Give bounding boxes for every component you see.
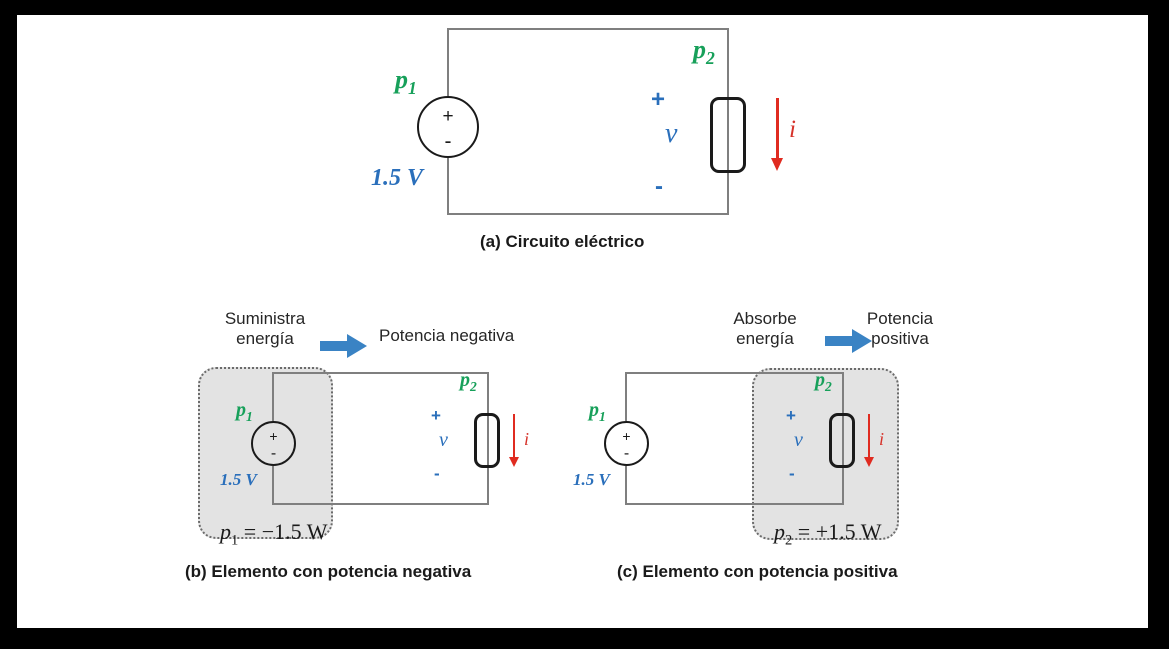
panel-c-terminal-minus: -: [789, 464, 795, 483]
source-plus-sign: +: [442, 106, 454, 127]
panel-b-wire-top: [272, 372, 488, 374]
panel-a-voltage-symbol: v: [665, 118, 678, 149]
panel-a-wire-left-upper: [447, 28, 449, 96]
panel-b-power-label-p2: p2: [460, 369, 477, 394]
panel-c-block-arrow-icon: [825, 329, 872, 353]
panel-c-power-label-p2: p2: [815, 369, 832, 394]
panel-c-annotation-positive-power: Potencia positiva: [866, 309, 934, 348]
panel-b-resistor: [474, 413, 500, 468]
panel-b-wire-right: [487, 372, 489, 505]
panel-a-wire-top: [447, 28, 729, 30]
panel-a-current-arrow: [769, 98, 785, 172]
panel-b-annotation-supplies: Suministra energía: [224, 309, 306, 348]
panel-a-current-symbol: i: [789, 116, 796, 143]
source-minus-sign: -: [623, 445, 630, 462]
panel-a-caption: (a) Circuito eléctrico: [480, 232, 645, 251]
panel-c-terminal-plus: +: [786, 406, 796, 425]
panel-b-current-arrow: [508, 414, 520, 468]
panel-c-wire-right: [842, 372, 844, 505]
panel-c-wire-left-lower: [625, 466, 627, 505]
panel-a-terminal-minus: -: [655, 173, 663, 200]
panel-c-annotation-absorbs: Absorbe energía: [733, 309, 797, 348]
panel-c-current-symbol: i: [879, 429, 885, 449]
panel-c-voltage-source: + -: [604, 421, 649, 466]
panel-c-voltage-symbol: v: [794, 429, 803, 451]
panel-b-wire-left-upper: [272, 372, 274, 421]
panel-a-wire-left-lower: [447, 158, 449, 215]
panel-a-terminal-plus: +: [651, 86, 666, 113]
panel-b-voltage-source: + -: [251, 421, 296, 466]
panel-b-source-value: 1.5 V: [220, 470, 257, 489]
panel-b-voltage-symbol: v: [439, 429, 448, 451]
panel-b-block-arrow-icon: [320, 334, 367, 358]
source-minus-sign: -: [270, 445, 277, 462]
panel-c-highlight-region: [752, 368, 899, 540]
panel-b-wire-left-lower: [272, 466, 274, 505]
panel-c-current-arrow: [863, 414, 875, 468]
figure-sheet: + - p1 1.5 V p2 + v - i: [17, 15, 1148, 628]
panel-a-power-label-p1: p1: [395, 65, 417, 99]
panel-c-resistor: [829, 413, 855, 468]
source-plus-sign: +: [622, 428, 631, 444]
panel-b-annotation-negative-power: Potencia negativa: [379, 326, 515, 345]
panel-b-power-label-p1: p1: [236, 399, 253, 424]
panel-a-source-value: 1.5 V: [371, 165, 424, 191]
panel-b-caption: (b) Elemento con potencia negativa: [185, 562, 472, 581]
panel-c-equation: p2 = +1.5 W: [774, 519, 882, 549]
panel-c-wire-bottom: [625, 503, 844, 505]
panel-a-wire-bottom: [447, 213, 729, 215]
panel-b-current-symbol: i: [524, 429, 530, 449]
source-plus-sign: +: [269, 428, 278, 444]
panel-c-source-value: 1.5 V: [573, 470, 610, 489]
panel-a-wire-right: [727, 28, 729, 215]
panel-b-wire-bottom: [272, 503, 489, 505]
panel-c-caption: (c) Elemento con potencia positiva: [617, 562, 898, 581]
panel-a-voltage-source: + -: [417, 96, 479, 158]
panel-a-resistor: [710, 97, 746, 173]
panel-b-equation: p1 = −1.5 W: [220, 519, 328, 549]
source-minus-sign: -: [444, 130, 452, 153]
panel-b-terminal-minus: -: [434, 464, 440, 483]
panel-b-terminal-plus: +: [431, 406, 441, 425]
panel-c-power-label-p1: p1: [589, 399, 606, 424]
panel-c-wire-top: [625, 372, 844, 374]
panel-c-wire-left-upper: [625, 372, 627, 421]
panel-a-power-label-p2: p2: [693, 35, 715, 69]
